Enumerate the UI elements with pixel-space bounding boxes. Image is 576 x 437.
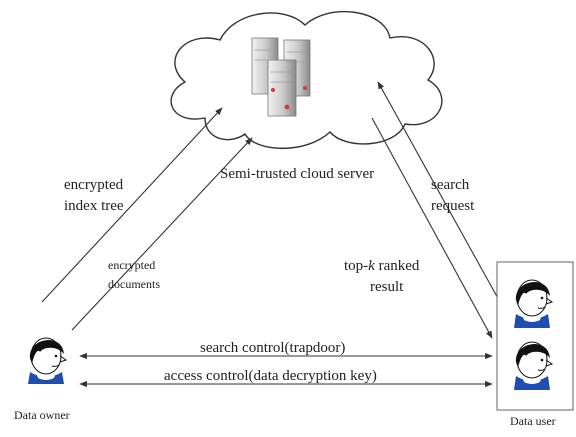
topk-prefix: top- [344, 258, 369, 274]
data-user-avatar-2 [514, 341, 554, 390]
search-request-label-2: request [431, 198, 475, 214]
topk-result-label: result [370, 279, 404, 295]
server-icon [251, 37, 311, 117]
arrow-encrypted-documents [71, 137, 253, 331]
topk-k: k [368, 258, 375, 274]
data-owner-label: Data owner [14, 408, 70, 422]
encrypted-index-tree-label-2: index tree [64, 198, 124, 214]
cloud-server-label: Semi-trusted cloud server [220, 166, 375, 182]
data-owner-avatar [28, 337, 68, 384]
encrypted-index-tree-label-1: encrypted [64, 177, 124, 193]
access-control-label: access control(data decryption key) [164, 368, 377, 384]
topk-suffix: ranked [374, 258, 420, 274]
search-control-label: search control(trapdoor) [200, 340, 346, 356]
arrow-search-request [377, 81, 501, 303]
arrow-topk-result [371, 117, 493, 339]
data-user-avatar-1 [514, 279, 554, 328]
search-request-label-1: search [431, 177, 470, 193]
data-user-label: Data user [510, 414, 556, 428]
arrow-encrypted-index-tree [41, 107, 223, 303]
encrypted-documents-label-1: encrypted [108, 258, 156, 272]
encrypted-documents-label-2: documents [108, 277, 160, 291]
topk-ranked-label: top-k ranked [344, 258, 419, 275]
